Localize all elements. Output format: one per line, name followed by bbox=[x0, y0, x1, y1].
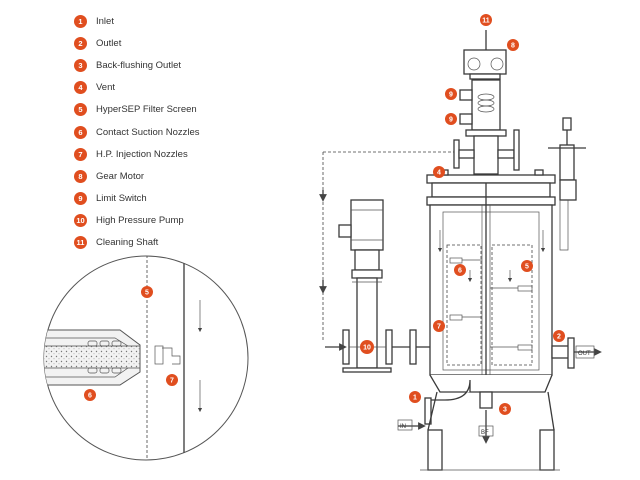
filter-housing bbox=[398, 30, 602, 471]
legend-item: 2 Outlet bbox=[74, 32, 200, 54]
callout-7: 7 bbox=[433, 320, 445, 332]
pump-column bbox=[356, 277, 378, 369]
legend-number: 8 bbox=[74, 169, 87, 183]
drive-housing bbox=[471, 79, 501, 131]
legend-label: Back-flushing Outlet bbox=[96, 59, 182, 71]
legend-label: Contact Suction Nozzles bbox=[96, 126, 200, 138]
callout-6: 6 bbox=[454, 264, 466, 276]
callout-5: 5 bbox=[521, 260, 533, 272]
legend-number: 9 bbox=[74, 192, 87, 206]
legend-label: Cleaning Shaft bbox=[96, 237, 159, 249]
callout-9b: 9 bbox=[445, 113, 457, 125]
callout-10: 10 bbox=[360, 340, 374, 354]
legend-label: Limit Switch bbox=[96, 193, 147, 205]
callout-5-detail: 5 bbox=[141, 286, 153, 298]
svg-text:5: 5 bbox=[525, 264, 529, 271]
legend-item: 5 HyperSEP Filter Screen bbox=[74, 99, 200, 121]
svg-text:11: 11 bbox=[482, 18, 490, 25]
legend-label: Gear Motor bbox=[96, 170, 145, 182]
legend-item: 4 Vent bbox=[74, 77, 200, 99]
legend-item: 3 Back-flushing Outlet bbox=[74, 54, 200, 76]
svg-text:10: 10 bbox=[363, 345, 371, 352]
legend-item: 6 Contact Suction Nozzles bbox=[74, 121, 200, 143]
legend-label: Vent bbox=[96, 82, 116, 94]
legend-item: 9 Limit Switch bbox=[74, 188, 200, 210]
svg-text:2: 2 bbox=[557, 334, 561, 341]
outlet-tag: OUT bbox=[578, 351, 591, 357]
pump-motor bbox=[350, 199, 384, 251]
svg-text:6: 6 bbox=[88, 393, 92, 400]
legend-number: 6 bbox=[74, 125, 87, 139]
high-pressure-pump bbox=[325, 199, 432, 373]
legend-label: H.P. Injection Nozzles bbox=[96, 148, 188, 160]
callout-4: 4 bbox=[433, 166, 445, 178]
callout-11: 11 bbox=[480, 14, 492, 26]
legend-item: 7 H.P. Injection Nozzles bbox=[74, 143, 200, 165]
svg-text:9: 9 bbox=[449, 117, 453, 124]
legend-item: 10 High Pressure Pump bbox=[74, 210, 200, 232]
svg-text:7: 7 bbox=[437, 324, 441, 331]
inlet-elbow bbox=[425, 379, 471, 401]
legend-label: HyperSEP Filter Screen bbox=[96, 104, 197, 116]
vessel-body bbox=[429, 204, 553, 376]
filter-screen-right bbox=[491, 244, 533, 366]
legend-number: 11 bbox=[74, 236, 87, 250]
legend-number: 7 bbox=[74, 147, 87, 161]
svg-text:3: 3 bbox=[503, 407, 507, 414]
legend-number: 5 bbox=[74, 103, 87, 117]
legend-label: Inlet bbox=[96, 15, 114, 27]
legend-number: 1 bbox=[74, 14, 87, 28]
svg-text:1: 1 bbox=[413, 395, 417, 402]
legend-item: 8 Gear Motor bbox=[74, 165, 200, 187]
legend-number: 10 bbox=[74, 214, 87, 228]
callout-2: 2 bbox=[553, 330, 565, 342]
callout-7-detail: 7 bbox=[166, 374, 178, 386]
svg-text:7: 7 bbox=[170, 378, 174, 385]
svg-text:6: 6 bbox=[458, 268, 462, 275]
top-flange bbox=[426, 174, 556, 184]
svg-text:5: 5 bbox=[145, 290, 149, 297]
nozzle-detail-view bbox=[43, 255, 249, 461]
legend: 1 Inlet 2 Outlet 3 Back-flushing Outlet 4 Ve… bbox=[74, 10, 200, 254]
legend-item: 1 Inlet bbox=[74, 10, 200, 32]
callout-3: 3 bbox=[499, 403, 511, 415]
svg-text:4: 4 bbox=[437, 170, 441, 177]
legend-label: Outlet bbox=[96, 37, 122, 49]
legend-number: 4 bbox=[74, 81, 87, 95]
callout-9a: 9 bbox=[445, 88, 457, 100]
svg-text:9: 9 bbox=[449, 92, 453, 99]
drain-tag: BF bbox=[481, 430, 489, 436]
callout-8: 8 bbox=[507, 39, 519, 51]
filter-screen-left bbox=[446, 244, 482, 366]
legend-number: 3 bbox=[74, 58, 87, 72]
nozzle-channel bbox=[44, 345, 141, 369]
suction-nozzles bbox=[449, 257, 533, 351]
callout-6-detail: 6 bbox=[84, 389, 96, 401]
svg-text:8: 8 bbox=[511, 43, 515, 50]
legend-item: 11 Cleaning Shaft bbox=[74, 232, 200, 254]
callout-1: 1 bbox=[409, 391, 421, 403]
gear-motor bbox=[463, 49, 507, 75]
legend-number: 2 bbox=[74, 36, 87, 50]
inlet-tag: IN bbox=[400, 424, 406, 430]
callout-badges: 1 2 3 4 5 5 6 6 7 7 8 9 9 10 11 bbox=[84, 14, 565, 415]
control-lines bbox=[319, 151, 460, 340]
legend-label: High Pressure Pump bbox=[96, 215, 184, 227]
